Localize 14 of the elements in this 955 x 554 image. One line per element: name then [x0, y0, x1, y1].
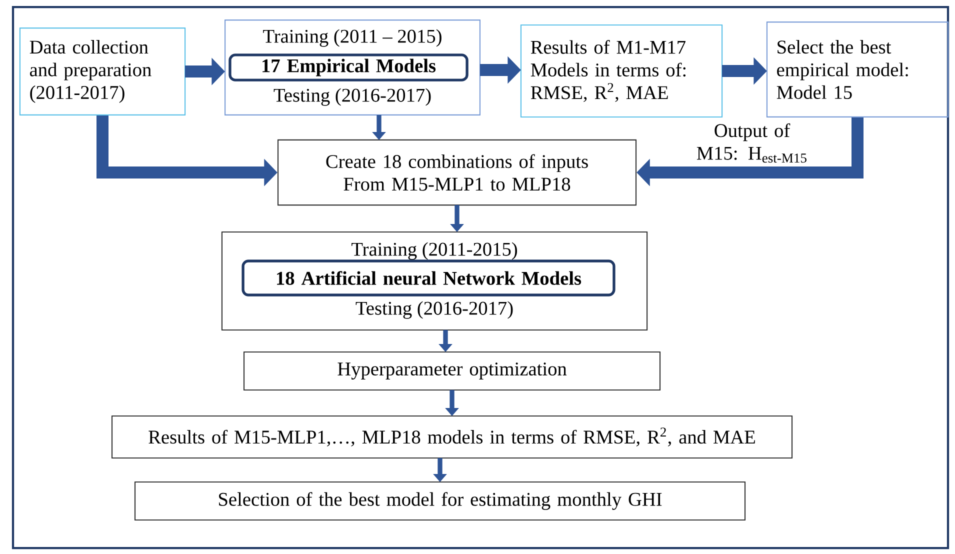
process-box: Data collection and preparation (2011-2017)	[19, 28, 186, 116]
box-text: Testing (2016-2017)	[356, 301, 513, 319]
process-box: Hyperparameter optimization	[243, 351, 661, 391]
box-text: Testing (2016-2017)	[274, 88, 431, 106]
process-box: Create 18 combinations of inputs From M15-MLP1 to MLP18	[277, 139, 637, 206]
box-text: Training (2011 – 2015)	[263, 29, 442, 47]
box-text: Training (2011-2015)	[352, 242, 517, 260]
process-box: Select the best empirical model: Model 15	[766, 22, 949, 118]
process-box: Results of M1-M17 Models in terms of: RMSE, R$^{2}$, MAE	[520, 24, 723, 118]
process-box: Results of M15-MLP1,…, MLP18 models in terms of RMSE, R$^{2}$, and MAE	[111, 415, 793, 459]
process-box: Selection of the best model for estimating monthly GHI	[134, 481, 746, 521]
model-box: 17 Empirical Models	[228, 54, 468, 82]
edge-label: Output of M15: H$_{est-M15}$	[682, 120, 822, 166]
model-box: 18 Artificial neural Network Models	[242, 260, 616, 296]
